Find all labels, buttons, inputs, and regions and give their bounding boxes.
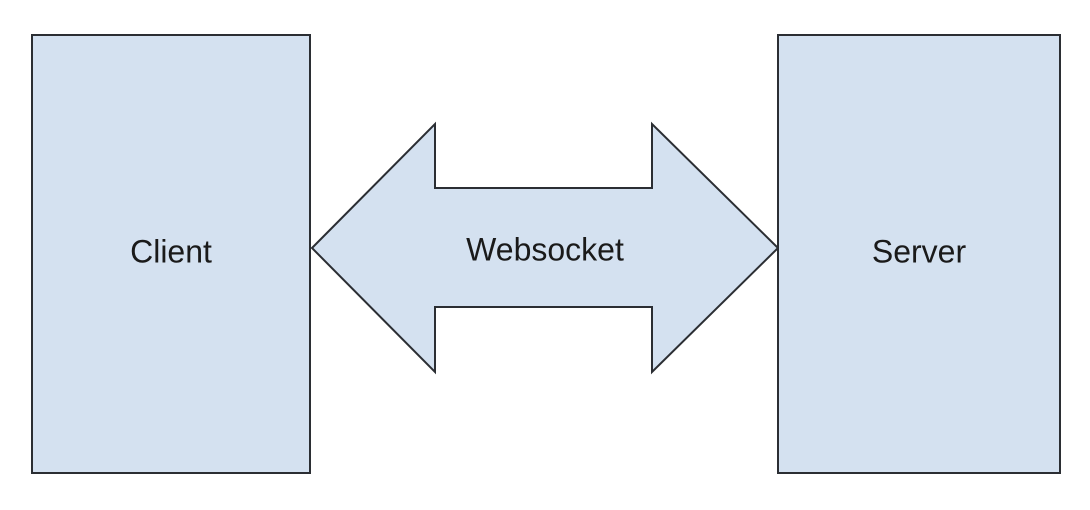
node-websocket[interactable]: Websocket: [310, 121, 780, 375]
server-box-shape[interactable]: [777, 34, 1061, 474]
client-label: Client: [130, 233, 212, 269]
node-server[interactable]: Server: [777, 34, 1061, 474]
node-client[interactable]: Client: [31, 34, 311, 474]
client-box-shape[interactable]: [31, 34, 311, 474]
websocket-label: Websocket: [466, 231, 624, 267]
server-label: Server: [872, 233, 967, 269]
